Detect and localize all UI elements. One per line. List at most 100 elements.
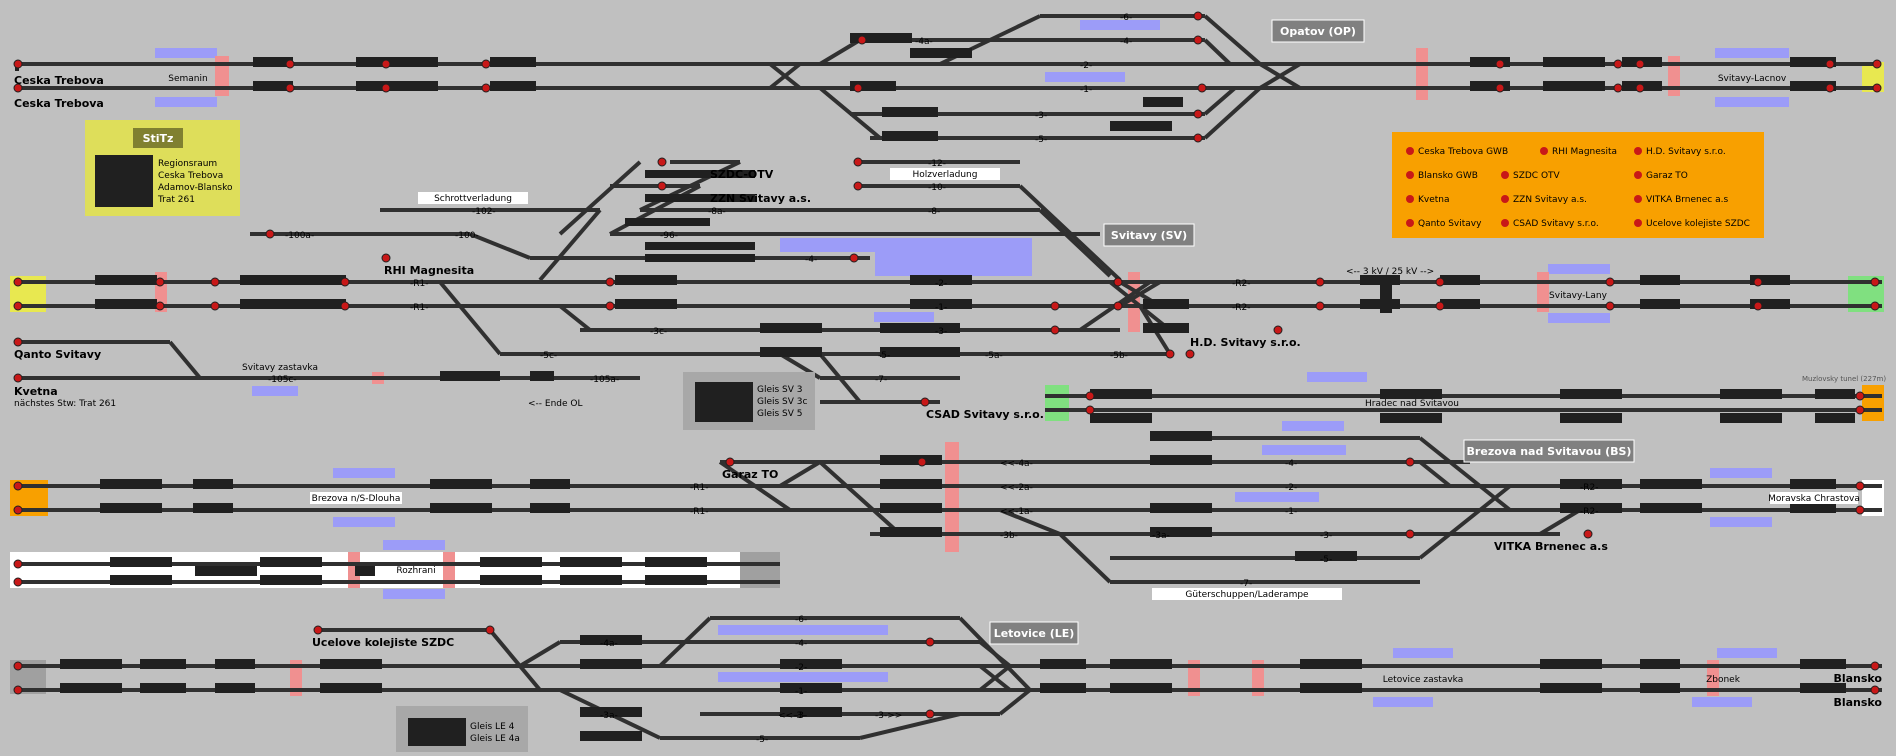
place-label: Rozhrani [396,566,435,576]
industry-item[interactable]: Ucelove kolejiste SZDC [1634,219,1750,229]
track-label: <<-1a- [1000,507,1033,517]
track-label: -2- [1285,483,1297,493]
industry-item[interactable]: Garaz TO [1634,171,1688,181]
track-label: -1- [795,687,807,697]
track-label: -7- [1240,579,1252,589]
track-label: -105a- [590,375,619,385]
gleis-item[interactable]: Gleis LE 4 [470,722,515,732]
track-label: -5c- [540,351,557,361]
track-label: -3- [1035,111,1047,121]
track-label: -5- [878,351,890,361]
track-label: -96- [660,231,678,241]
gleis-item[interactable]: Gleis SV 3 [757,385,803,395]
sv-gleis-box: Gleis SV 3 Gleis SV 3c Gleis SV 5 [683,372,815,430]
place-label: Blansko [1833,672,1882,685]
place-label: <-- Ende OL [528,399,583,409]
svg-text:Gleis SV 3: Gleis SV 3 [757,385,803,395]
track-label: -5- [1035,135,1047,145]
industry-item[interactable]: CSAD Svitavy s.r.o. [1501,219,1599,229]
track-label: -3a- [1152,531,1170,541]
svg-text:Gleis LE 4: Gleis LE 4 [470,722,515,732]
gleis-item[interactable]: Gleis LE 4a [470,734,520,744]
track-label: <<-2a- [1000,483,1033,493]
svg-text:Letovice (LE): Letovice (LE) [994,627,1075,640]
place-label: Kvetna [14,385,58,398]
track-label: -3- [935,327,947,337]
track-label: -4- [1285,459,1297,469]
track-label: -1- [1285,507,1297,517]
platforms [155,20,1789,707]
industry-item[interactable]: RHI Magnesita [1540,147,1617,157]
svg-text:Opatov (OP): Opatov (OP) [1280,25,1356,38]
gleis-item[interactable]: Gleis SV 5 [757,409,803,419]
svg-text:Gleis SV 5: Gleis SV 5 [757,409,803,419]
svg-text:RHI Magnesita: RHI Magnesita [1552,147,1617,157]
svg-text:Blansko GWB: Blansko GWB [1418,171,1478,181]
svg-text:Kvetna: Kvetna [1418,195,1450,205]
place-label: Muzlovsky tunel (227m) [1802,375,1886,383]
track-label: -4a- [915,37,933,47]
track-label: -5a- [985,351,1003,361]
track-label: <<-4a- [1000,459,1033,469]
track-label: -12- [928,159,946,169]
svg-text:Gleis LE 4a: Gleis LE 4a [470,734,520,744]
industry-item[interactable]: Qanto Svitavy [1406,219,1482,229]
place-label: nächstes Stw: Trat 261 [14,399,116,409]
place-label: Garaz TO [722,468,778,481]
place-label: Hradec nad Svitavou [1365,399,1459,409]
track-label: -R2- [1580,483,1598,493]
svg-text:Trat 261: Trat 261 [157,195,195,205]
place-label: Semanin [168,74,207,84]
industry-item[interactable]: ZZN Svitavy a.s. [1501,195,1587,205]
stitz-item[interactable]: Regionsraum [158,159,217,169]
stitz-item[interactable]: Adamov-Blansko [158,183,233,193]
place-label: Letovice zastavka [1383,675,1463,685]
svg-text:Garaz TO: Garaz TO [1646,171,1688,181]
svg-text:H.D. Svitavy s.r.o.: H.D. Svitavy s.r.o. [1646,147,1726,157]
place-label: CSAD Svitavy s.r.o. [926,408,1044,421]
industry-item[interactable]: Kvetna [1406,195,1450,205]
track-label: -R1- [410,303,428,313]
track-label: -3a- [600,711,618,721]
svg-text:Ucelove kolejiste SZDC: Ucelove kolejiste SZDC [1646,219,1750,229]
place-label: <-- 3 kV / 25 kV --> [1346,267,1434,277]
place-labels: Ceska Trebova Ceska Trebova Semanin Svit… [14,74,1886,709]
station-title-brezova: Brezova nad Svitavou (BS) [1463,439,1635,463]
track-label: -100a- [285,231,314,241]
industry-item[interactable]: VITKA Brnenec a.s [1634,195,1728,205]
place-label: Schrottverladung [434,194,512,204]
place-label: Ceska Trebova [14,74,104,87]
industry-item[interactable]: Blansko GWB [1406,171,1478,181]
industry-item[interactable]: H.D. Svitavy s.r.o. [1634,147,1726,157]
place-label: Holzverladung [913,170,978,180]
track-label: -4a- [600,639,618,649]
track-label: -6- [795,615,807,625]
place-label: VITKA Brnenec a.s [1494,540,1608,553]
svg-text:Brezova nad Svitavou (BS): Brezova nad Svitavou (BS) [1467,445,1632,458]
stitz-item[interactable]: Ceska Trebova [158,171,223,181]
industry-item[interactable]: SZDC OTV [1501,171,1561,181]
track-label: -R1- [410,279,428,289]
svg-text:Svitavy (SV): Svitavy (SV) [1111,229,1187,242]
track-label: -1- [1080,85,1092,95]
signals[interactable] [13,11,1882,719]
place-label: Svitavy-Lacnov [1718,74,1787,84]
gleis-item[interactable]: Gleis SV 3c [757,397,808,407]
stitz-title: StiTz [143,132,174,145]
stitz-panel: StiTz Regionsraum Ceska Trebova Adamov-B… [85,120,240,216]
industry-panel: Ceska Trebova GWB RHI Magnesita H.D. Svi… [1392,132,1764,238]
stitz-item[interactable]: Trat 261 [157,195,195,205]
track-label: -4- [795,639,807,649]
svg-text:Adamov-Blansko: Adamov-Blansko [158,183,233,193]
svg-text:Ceska Trebova: Ceska Trebova [158,171,223,181]
station-title-opatov: Opatov (OP) [1271,19,1365,43]
place-label: Svitavy zastavka [242,363,318,373]
track-label: -102- [472,207,496,217]
track-label: -2- [935,279,947,289]
place-label: Qanto Svitavy [14,348,101,361]
industry-item[interactable]: Ceska Trebova GWB [1406,147,1508,157]
station-title-svitavy: Svitavy (SV) [1103,223,1195,247]
track-label: -3- [795,711,807,721]
place-label: Moravska Chrastova [1768,494,1860,504]
